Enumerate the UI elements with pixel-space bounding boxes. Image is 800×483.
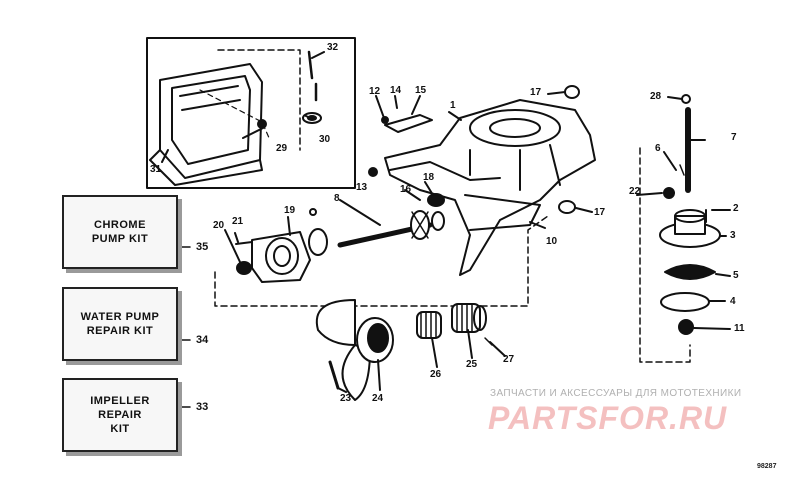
callout-15: 15 <box>415 85 427 96</box>
callout-11: 11 <box>734 323 745 334</box>
pump-housing-inset <box>149 63 263 186</box>
callout-16: 16 <box>400 184 412 195</box>
callout-28: 28 <box>650 91 662 102</box>
kit-number-33: 33 <box>196 401 209 413</box>
callout-30: 30 <box>319 134 331 145</box>
inset-frame <box>146 37 356 189</box>
callout-19: 19 <box>284 205 296 216</box>
kit-number-34: 34 <box>196 334 209 346</box>
callout-20: 20 <box>213 220 225 231</box>
callout-23: 23 <box>340 393 352 404</box>
callout-2: 2 <box>733 203 739 214</box>
impeller-repair-kit-box: IMPELLER REPAIR KIT <box>62 378 178 452</box>
callout-1: 1 <box>450 100 456 111</box>
chrome-pump-kit-box: CHROME PUMP KIT <box>62 195 178 269</box>
water-pump-repair-kit-box: WATER PUMP REPAIR KIT <box>62 287 178 361</box>
callout-26: 26 <box>430 369 442 380</box>
callout-24: 24 <box>372 393 384 404</box>
callout-7: 7 <box>731 132 737 143</box>
watermark-tagline: ЗАПЧАСТИ И АКСЕССУАРЫ ДЛЯ МОТОТЕХНИКИ <box>490 388 742 399</box>
callout-5: 5 <box>733 270 739 281</box>
callout-21: 21 <box>232 216 244 227</box>
callout-8: 8 <box>334 193 340 204</box>
callout-6: 6 <box>655 143 661 154</box>
callout-18: 18 <box>423 172 435 183</box>
callout-10: 10 <box>546 236 558 247</box>
callout-3: 3 <box>730 230 736 241</box>
callout-17-side: 17 <box>594 207 606 218</box>
callout-14: 14 <box>390 85 402 96</box>
callout-4: 4 <box>730 296 736 307</box>
figure-reference-number: 98287 <box>757 463 777 470</box>
callout-27: 27 <box>503 354 515 365</box>
callout-12: 12 <box>369 86 381 97</box>
callout-25: 25 <box>466 359 478 370</box>
callout-17-top: 17 <box>530 87 542 98</box>
callout-13: 13 <box>356 182 368 193</box>
bearing-carrier <box>251 231 311 283</box>
callout-22: 22 <box>629 186 641 197</box>
watermark-logo: PARTSFOR.RU <box>488 400 728 436</box>
callout-32: 32 <box>327 42 339 53</box>
gearcase-housing <box>384 99 596 276</box>
callout-31: 31 <box>150 164 162 175</box>
kit-number-35: 35 <box>196 241 209 253</box>
propeller <box>315 299 394 401</box>
callout-29: 29 <box>276 143 288 154</box>
